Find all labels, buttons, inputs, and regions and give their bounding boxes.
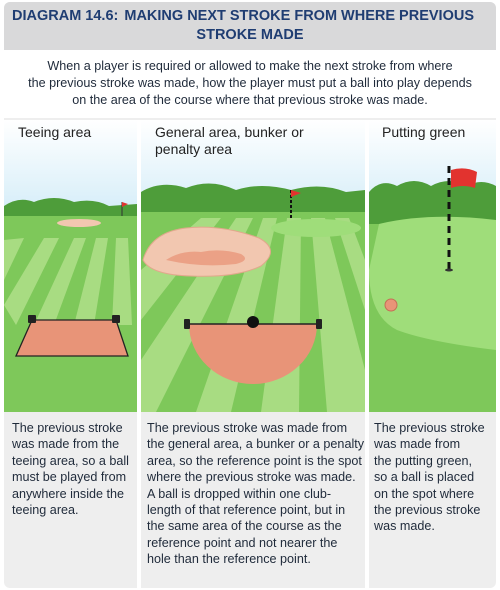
description-teeing-area: The previous stroke was made from the te… xyxy=(12,421,129,518)
flag-icon xyxy=(451,168,477,188)
intro-line: When a player is required or allowed to … xyxy=(47,59,453,73)
intro-line: the previous stroke was made, how the pl… xyxy=(28,76,472,90)
panel-title-general-area: General area, bunker or penalty area xyxy=(155,124,304,157)
distant-flag-icon xyxy=(122,202,128,207)
teeing-area-scene xyxy=(4,120,137,412)
tee-marker-right-icon xyxy=(112,315,120,323)
marker-right-icon xyxy=(316,319,322,329)
title-line-2: STROKE MADE xyxy=(196,27,304,43)
intro-line: on the area of the course where that pre… xyxy=(72,93,428,107)
drop-relief-area xyxy=(189,324,317,384)
bunker-shadow xyxy=(166,250,245,266)
putting-green-scene xyxy=(369,120,496,412)
green-surface xyxy=(271,219,361,237)
title-line-1: MAKING NEXT STROKE FROM WHERE PREVIOUS xyxy=(124,8,474,24)
diagram-title: DIAGRAM 14.6: MAKING NEXT STROKE FROM WHE… xyxy=(4,2,496,50)
tree-line xyxy=(4,198,137,220)
panel-divider xyxy=(137,120,141,588)
description-general-area: The previous stroke was made from the ge… xyxy=(147,421,365,567)
description-putting-green: The previous stroke was made from the pu… xyxy=(374,421,485,534)
mowing-stripes xyxy=(4,238,132,325)
distant-flag-icon xyxy=(291,190,301,197)
ball-spot-icon xyxy=(384,298,398,312)
tee-marker-left-icon xyxy=(28,315,36,323)
title-row-1: DIAGRAM 14.6: MAKING NEXT STROKE FROM WHE… xyxy=(12,7,474,26)
panel-title-putting-green: Putting green xyxy=(382,124,466,140)
intro-text: When a player is required or allowed to … xyxy=(4,50,496,118)
putting-green-surface xyxy=(369,216,496,350)
teeing-area-zone xyxy=(14,319,129,357)
tree-line xyxy=(141,183,365,220)
hole-icon xyxy=(445,268,453,272)
title-label: DIAGRAM 14.6: xyxy=(12,8,119,24)
general-area-scene xyxy=(141,120,365,412)
panel-divider xyxy=(365,120,369,588)
distant-bunker xyxy=(57,219,101,227)
diagram-frame: DIAGRAM 14.6: MAKING NEXT STROKE FROM WHE… xyxy=(4,2,496,588)
reference-point-icon xyxy=(247,316,259,328)
marker-left-icon xyxy=(184,319,190,329)
panel-title-teeing-area: Teeing area xyxy=(18,124,92,140)
